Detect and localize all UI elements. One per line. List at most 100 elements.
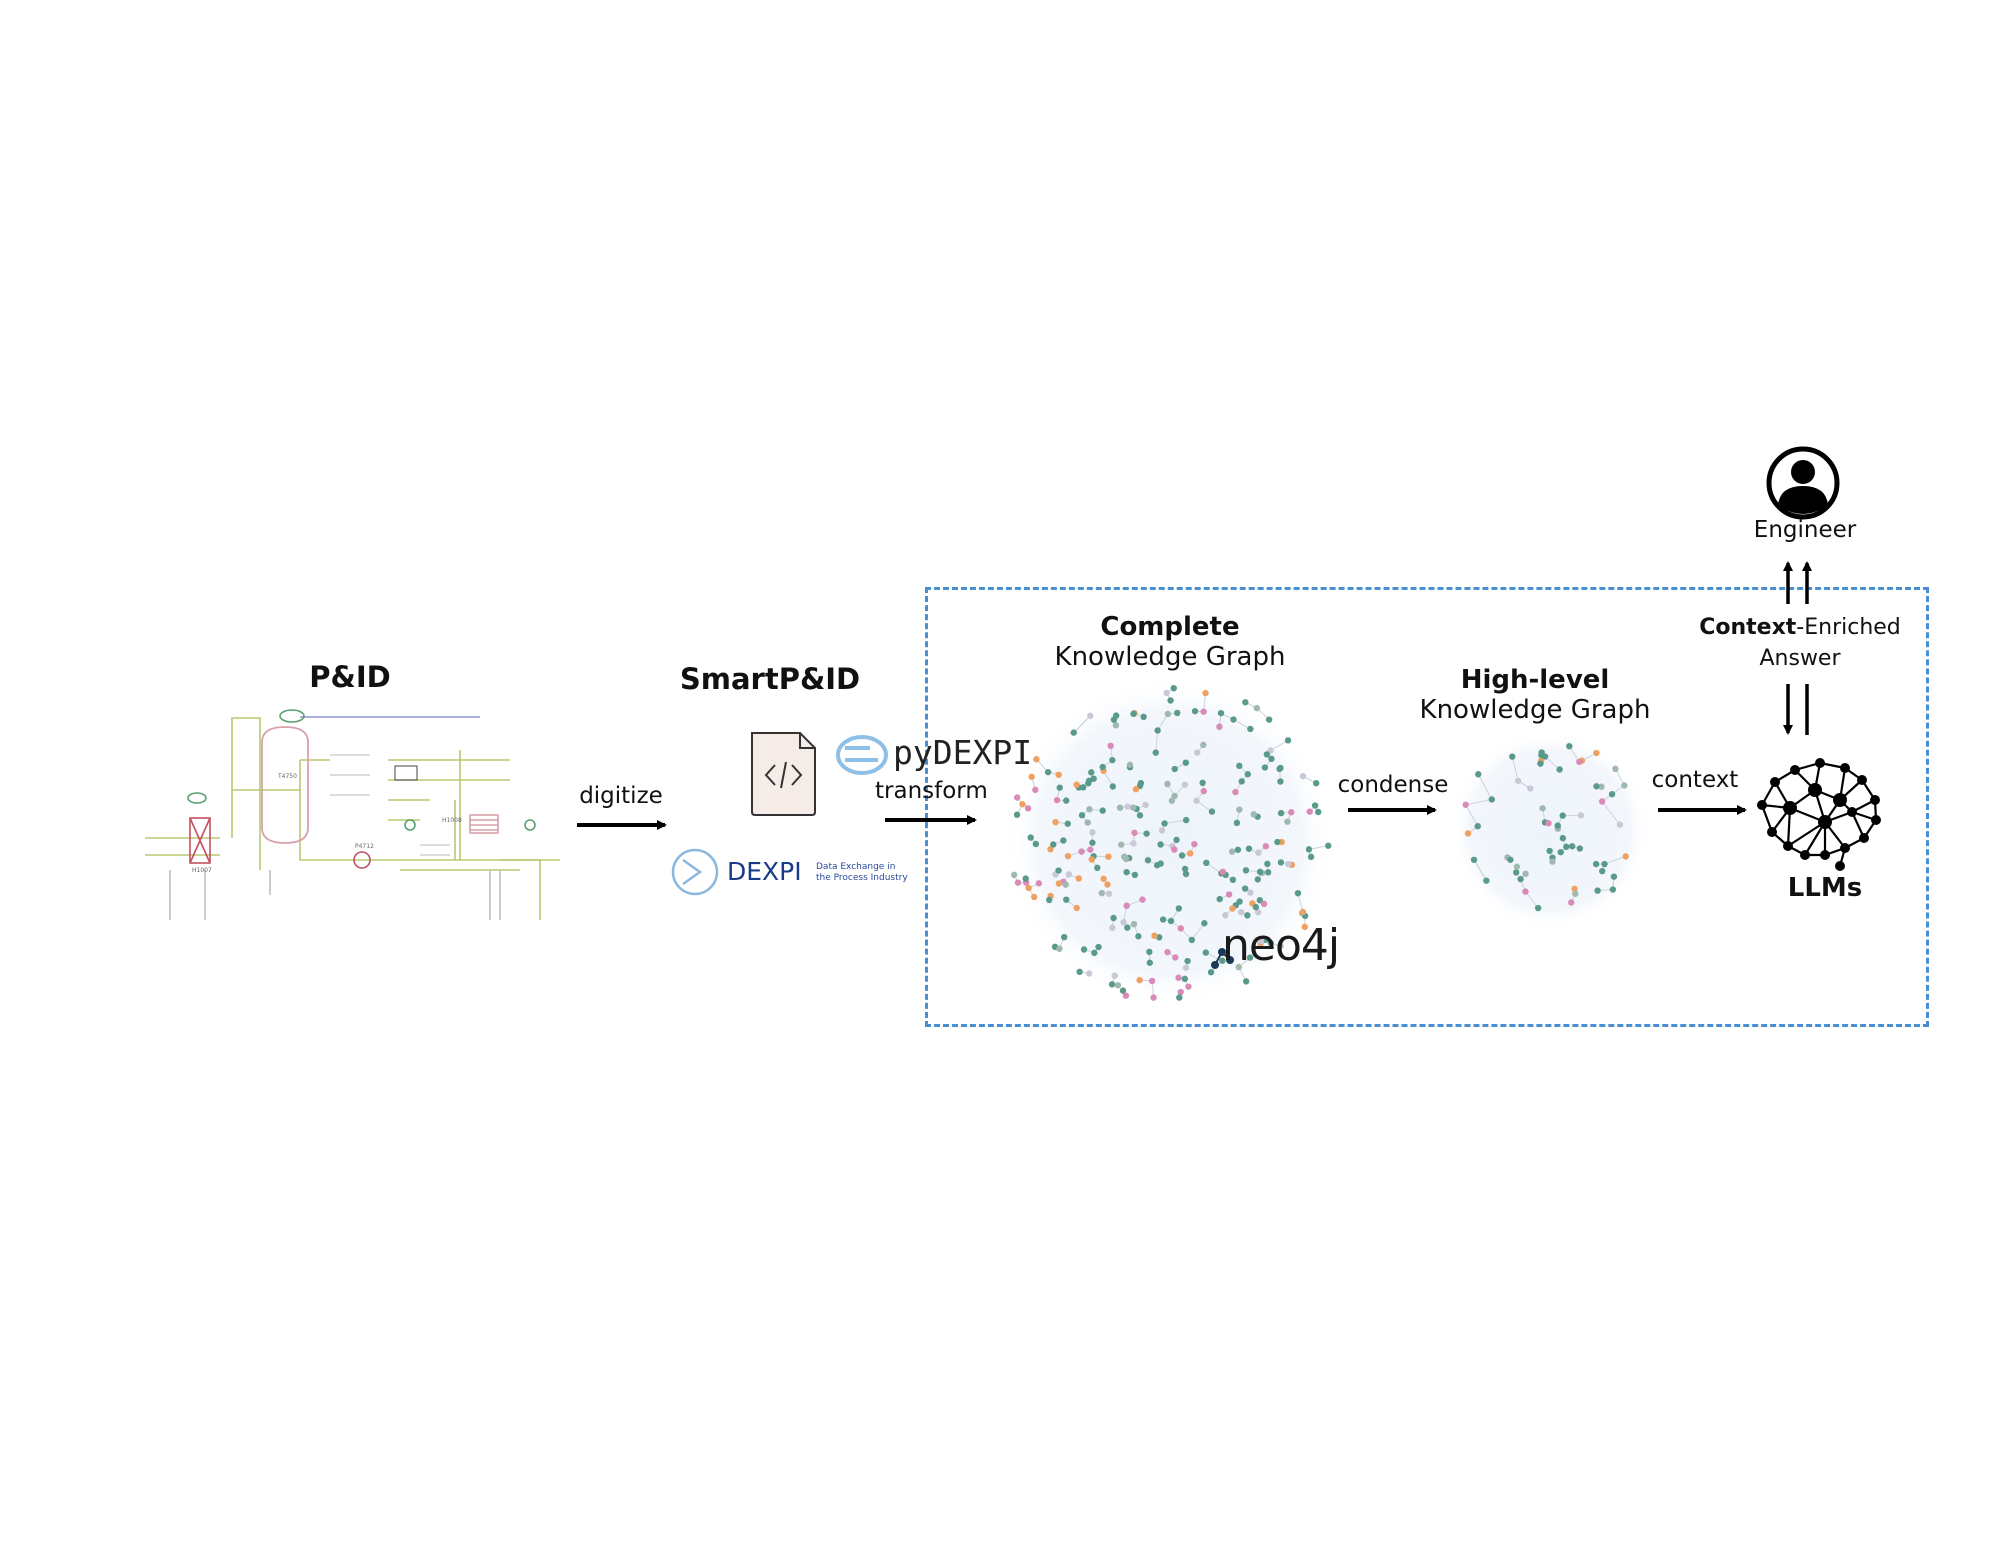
complete-kg-node: [1301, 923, 1308, 931]
highlevel-kg-node: [1608, 790, 1616, 798]
complete-kg-node: [1124, 803, 1131, 810]
brain-node: [1859, 833, 1869, 843]
dexpi-logo-text: DEXPI: [727, 857, 802, 886]
complete-kg-title: Complete Knowledge Graph: [1040, 612, 1300, 672]
complete-kg-node: [1181, 865, 1189, 873]
complete-kg-node: [1144, 857, 1152, 864]
complete-kg-node: [1246, 954, 1254, 961]
complete-kg-node: [1078, 848, 1085, 855]
highlevel-kg-edge: [1465, 804, 1479, 827]
highlevel-kg-node: [1462, 801, 1469, 808]
highlevel-kg-node: [1572, 890, 1579, 897]
complete-kg-node: [1060, 837, 1067, 844]
complete-kg-node: [1105, 853, 1112, 860]
highlevel-kg-node: [1488, 796, 1495, 803]
highlevel-kg-node: [1538, 749, 1545, 756]
complete-kg-node: [1182, 870, 1190, 878]
complete-kg-node: [1167, 917, 1175, 925]
complete-kg-node: [1277, 764, 1284, 772]
complete-kg-node: [1307, 853, 1315, 861]
complete-kg-node: [1089, 839, 1096, 846]
high-level-knowledge-graph: [1450, 730, 1650, 930]
complete-kg-node: [1055, 880, 1063, 887]
highlevel-kg-node: [1577, 812, 1585, 819]
highlevel-kg-node: [1557, 848, 1564, 856]
complete-kg-node: [1244, 771, 1251, 778]
highlevel-kg-title: High-level Knowledge Graph: [1405, 665, 1665, 725]
complete-kg-node: [1177, 925, 1184, 932]
highlevel-kg-node: [1474, 822, 1481, 830]
complete-kg-node: [1170, 684, 1177, 692]
user-icon: [1766, 446, 1840, 520]
highlevel-kg-node: [1475, 771, 1482, 778]
complete-kg-node: [1311, 802, 1319, 809]
dexpi-tagline: Data Exchange in the Process Industry: [816, 862, 908, 884]
complete-kg-node: [1146, 948, 1153, 956]
complete-kg-node: [1126, 761, 1134, 768]
highlevel-kg-node: [1599, 867, 1606, 875]
complete-kg-node: [1193, 797, 1200, 804]
complete-kg-node: [1175, 905, 1183, 912]
complete-kg-node: [1153, 862, 1161, 869]
highlevel-kg-node: [1517, 875, 1524, 883]
complete-kg-node: [1177, 988, 1184, 996]
complete-kg-node: [1252, 903, 1260, 911]
complete-kg-node: [1119, 987, 1127, 994]
highlevel-kg-node: [1568, 843, 1576, 850]
complete-kg-node: [1130, 840, 1137, 847]
highlevel-kg-edge: [1604, 855, 1626, 865]
complete-kg-node: [1299, 772, 1307, 780]
complete-kg-node: [1122, 992, 1130, 999]
complete-kg-node: [1257, 938, 1265, 945]
complete-kg-edge: [1270, 739, 1289, 751]
highlevel-kg-node: [1566, 742, 1573, 750]
hx-left-label: H1007: [192, 867, 212, 874]
complete-kg-node: [1188, 936, 1195, 944]
highlevel-kg-node: [1576, 758, 1583, 766]
complete-kg-node: [1288, 809, 1295, 816]
complete-kg-node: [1216, 723, 1223, 730]
complete-kg-node: [1027, 834, 1034, 841]
brain-node: [1783, 841, 1793, 851]
highlevel-kg-node: [1509, 753, 1516, 760]
complete-kg-node: [1094, 864, 1101, 872]
complete-kg-node: [1124, 924, 1131, 931]
complete-kg-node: [1019, 801, 1026, 808]
complete-kg-node: [1200, 741, 1207, 749]
complete-kg-node: [1256, 897, 1264, 904]
complete-kg-node: [1315, 808, 1322, 816]
highlevel-kg-edge: [1477, 774, 1493, 800]
complete-kg-node: [1098, 889, 1106, 897]
complete-kg-node: [1158, 827, 1166, 834]
complete-kg-node: [1164, 710, 1172, 718]
complete-kg-node: [1232, 788, 1239, 796]
complete-kg-node: [1014, 879, 1022, 886]
highlevel-kg-node: [1534, 904, 1542, 912]
brain-node: [1757, 800, 1767, 810]
complete-kg-node: [1250, 811, 1257, 818]
complete-kg-node: [1277, 942, 1284, 950]
complete-kg-node: [1080, 946, 1088, 953]
complete-kg-node: [1132, 786, 1140, 793]
complete-kg-node: [1200, 787, 1207, 795]
complete-kg-node: [1109, 756, 1116, 764]
highlevel-kg-node: [1512, 869, 1520, 876]
brain-node: [1870, 795, 1880, 805]
complete-kg-node: [1171, 792, 1178, 800]
complete-kg-node: [1236, 898, 1243, 905]
highlevel-kg-node: [1598, 798, 1606, 805]
complete-kg-node: [1171, 765, 1178, 773]
complete-kg-node: [1099, 763, 1106, 771]
complete-kg-node: [1030, 893, 1038, 901]
complete-kg-node: [1255, 849, 1262, 856]
highlevel-kg-node: [1559, 812, 1566, 819]
highlevel-kg-title-bold: High-level: [1460, 665, 1610, 695]
complete-kg-node: [1167, 697, 1174, 704]
brain-node: [1783, 801, 1797, 815]
brain-node: [1857, 775, 1867, 785]
engineer-label: Engineer: [1753, 517, 1857, 543]
complete-kg-node: [1076, 968, 1083, 976]
complete-kg-node: [1261, 764, 1269, 771]
complete-kg-edge: [1297, 893, 1304, 913]
complete-kg-node: [1055, 771, 1062, 778]
